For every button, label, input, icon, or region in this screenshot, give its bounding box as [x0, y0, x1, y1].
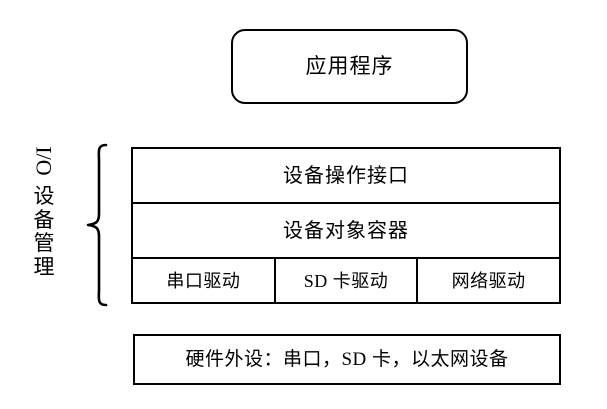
layer-label-device-operation-interface: 设备操作接口: [283, 164, 409, 187]
layer-label-device-object-container: 设备对象容器: [283, 219, 409, 242]
driver-label-sd-card: SD 卡驱动: [303, 270, 389, 291]
io-management-stack: 设备操作接口 设备对象容器 串口驱动 SD 卡驱动 网络驱动: [131, 147, 561, 306]
left-curly-brace-icon: [84, 142, 110, 308]
driver-label-network: 网络驱动: [451, 270, 526, 291]
application-box: 应用程序: [231, 29, 468, 104]
layer-device-operation-interface: 设备操作接口: [131, 147, 561, 204]
io-char-1: 设: [33, 184, 55, 208]
io-char-2: 备: [33, 207, 55, 232]
hardware-peripherals-box: 硬件外设：串口，SD 卡，以太网设备: [133, 334, 561, 385]
driver-label-serial: 串口驱动: [166, 270, 241, 291]
io-prefix-label: I/O: [31, 146, 57, 176]
io-char-3: 管: [33, 231, 55, 256]
io-char-4: 理: [33, 254, 55, 279]
driver-cell-network: 网络驱动: [418, 259, 559, 302]
io-management-chars: 设 备 管 理: [33, 184, 55, 279]
layer-device-object-container: 设备对象容器: [131, 202, 561, 259]
application-label: 应用程序: [305, 54, 394, 78]
driver-cell-sd-card: SD 卡驱动: [276, 259, 419, 302]
driver-row: 串口驱动 SD 卡驱动 网络驱动: [131, 257, 561, 304]
hardware-peripherals-label: 硬件外设：串口，SD 卡，以太网设备: [185, 349, 509, 370]
io-management-label: I/O 设 备 管 理: [27, 140, 61, 308]
driver-cell-serial: 串口驱动: [133, 259, 276, 302]
